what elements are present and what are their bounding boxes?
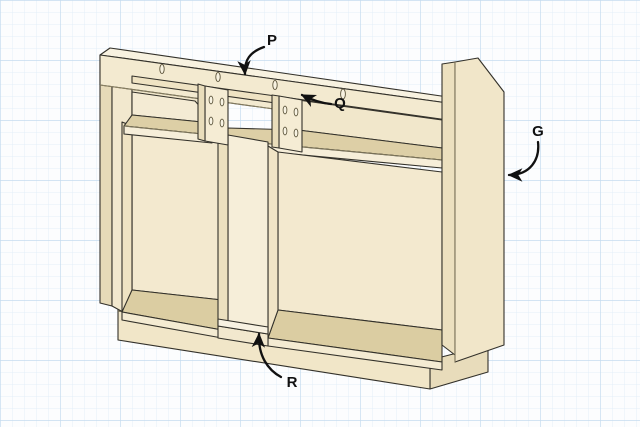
callout-q-label: Q <box>334 95 346 112</box>
callout-g: G <box>507 123 544 182</box>
callout-p-label: P <box>267 32 277 49</box>
right-side-panel <box>441 57 505 363</box>
center-divider <box>217 130 269 347</box>
callout-layer: P Q G R <box>237 32 544 391</box>
right-compartment-interior <box>267 145 443 371</box>
callout-r-label: R <box>287 374 298 391</box>
callout-r: R <box>251 332 298 391</box>
callout-p: P <box>237 32 277 76</box>
cabinet-assembly <box>99 47 505 390</box>
cleat-right <box>271 94 303 153</box>
center-divider-cleat <box>197 83 303 153</box>
left-compartment-interior <box>121 121 223 339</box>
cleat-left <box>197 83 229 146</box>
callout-g-label: G <box>532 123 544 140</box>
callout-q: Q <box>300 93 346 112</box>
top-rail-screw-holes <box>159 63 346 100</box>
